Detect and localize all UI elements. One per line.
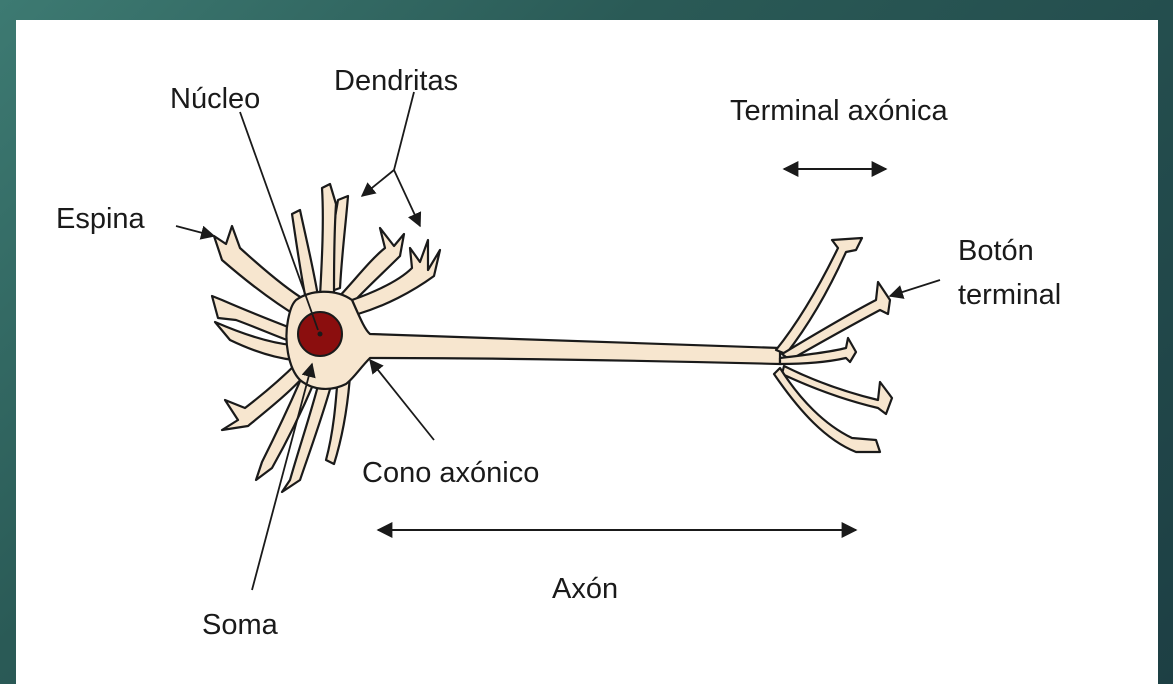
- cono-axonico-pointer: [370, 360, 434, 440]
- boton-terminal-pointer: [890, 280, 940, 296]
- dendrite-top: [320, 184, 336, 296]
- dendritas-pointer-a: [394, 92, 414, 170]
- label-espina: Espina: [56, 203, 146, 235]
- label-nucleo: Núcleo: [170, 83, 260, 115]
- label-soma: Soma: [202, 609, 279, 641]
- terminal-branch-5: [774, 368, 880, 452]
- label-terminal-axonica: Terminal axónica: [730, 95, 948, 127]
- dendritas-pointer-b: [362, 170, 394, 196]
- label-boton: Botón: [958, 235, 1034, 267]
- label-cono-axonico: Cono axónico: [362, 457, 539, 489]
- dendritas-pointer-c: [394, 170, 420, 226]
- espina-pointer: [176, 226, 214, 236]
- neuron: [212, 184, 892, 492]
- label-dendritas: Dendritas: [334, 65, 458, 97]
- label-terminal: terminal: [958, 279, 1061, 311]
- label-axon: Axón: [552, 573, 618, 605]
- nucleolus: [318, 332, 323, 337]
